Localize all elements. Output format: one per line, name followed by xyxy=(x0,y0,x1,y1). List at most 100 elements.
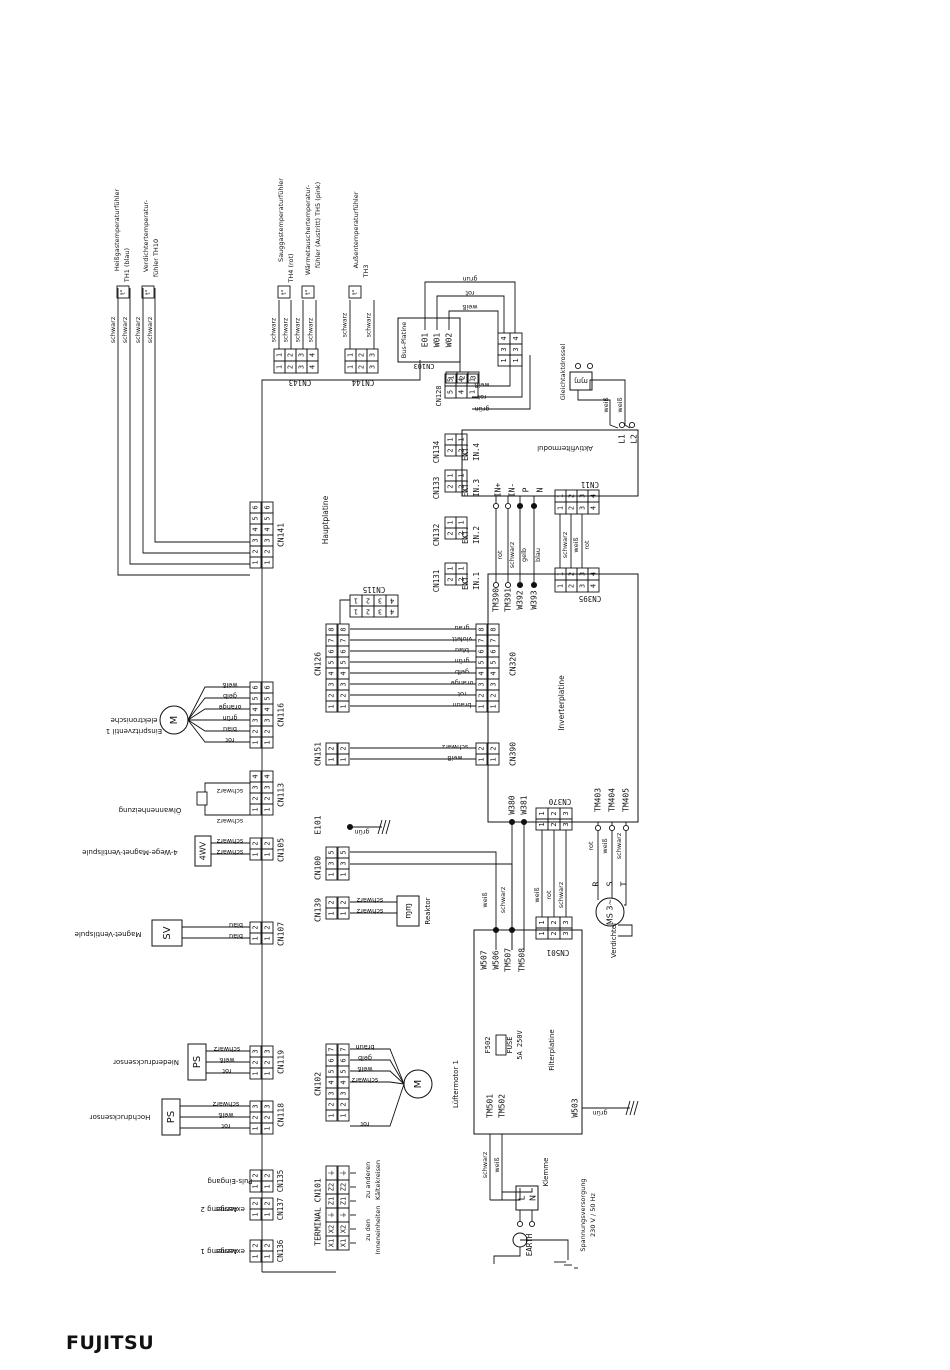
cn118-pin-number: 2 xyxy=(252,1115,260,1119)
cn116-pin-number: 5 xyxy=(264,696,272,700)
cn151-pin-number: 1 xyxy=(340,757,348,761)
ext-in-connector-label: CN134 xyxy=(432,440,441,463)
terminal-cn101-pin-label: ⏚ xyxy=(340,1170,348,1177)
cn116-pin-number: 1 xyxy=(264,740,272,744)
inverter-terminal-label: TM404 xyxy=(608,788,617,812)
cn113-pin-number: 3 xyxy=(252,785,260,789)
th5-sensor-symbol: t° xyxy=(305,289,312,294)
cn116-pin-number: 4 xyxy=(252,707,260,711)
cn11-pin xyxy=(587,501,600,515)
ext-in-label: EXT. xyxy=(461,479,470,497)
cn102-pin-number: 6 xyxy=(328,1058,336,1062)
th-wire xyxy=(129,300,250,565)
oil-heater xyxy=(196,791,208,806)
cn100-pin-number: 1 xyxy=(340,872,348,876)
cn141-pin-number: 4 xyxy=(252,527,260,531)
bus-link-pin-number: 1 xyxy=(512,358,520,362)
cn370-pin-number: 3 xyxy=(562,822,570,826)
supply-wire xyxy=(502,1188,533,1193)
bus-pin-W01: W01 xyxy=(433,333,442,348)
ext-in-connector-label: CN131 xyxy=(432,570,441,593)
ext-output-pin-number: 2 xyxy=(252,1173,260,1177)
cn370-pin-number: 2 xyxy=(550,822,558,826)
ext-output-pin-number: 1 xyxy=(252,1184,260,1188)
cn501-pin-number: 3 xyxy=(562,920,570,924)
bus-wire-red xyxy=(436,295,505,333)
bus-link-pin-number: 4 xyxy=(512,336,520,340)
cn116-pin-number: 6 xyxy=(252,685,260,689)
cn395-pin-number: 1 xyxy=(557,584,565,588)
cn370-pin-number: 1 xyxy=(538,811,546,815)
filter-terminal-label: TM507 xyxy=(504,948,513,972)
low-pressure-sensor-symbol: PS xyxy=(192,1056,203,1068)
ext-in-pin-number: 1 xyxy=(447,437,455,441)
filter-terminal-label: TM502 xyxy=(498,1094,507,1118)
cn320-pin-number: 4 xyxy=(490,671,498,675)
cn102-pin-number: 3 xyxy=(328,1091,336,1095)
cn100-pin-number: 3 xyxy=(340,861,348,865)
cn390-pin xyxy=(475,753,488,766)
cn501-pin-number: 3 xyxy=(562,931,570,935)
th10-sublabel: fühler TH10 xyxy=(152,239,160,277)
choke-wire-color: weiß xyxy=(616,397,624,412)
cn501-wire-color: rot xyxy=(545,890,553,900)
cn115-pin-number: 4 xyxy=(390,597,394,605)
bus-wire-white xyxy=(448,310,499,333)
cn11-pin-number: 4 xyxy=(590,506,598,510)
th5-sensor xyxy=(301,285,315,299)
cn320-wire-color: grün xyxy=(454,657,469,665)
to-indoor-label: zu den xyxy=(364,1219,372,1241)
cn126-pin-number: 1 xyxy=(328,704,336,708)
cn116-pin-number: 1 xyxy=(252,740,260,744)
cn141-label: CN141 xyxy=(277,523,286,547)
earth-ground xyxy=(377,819,383,835)
cn113-wire-color: schwarz xyxy=(216,817,243,825)
cn113-pin-number: 2 xyxy=(264,796,272,800)
terminal-cn101-pin-label: ⏚ xyxy=(340,1212,348,1219)
cn116-wire-color: blau xyxy=(223,725,237,733)
cn105-label: CN105 xyxy=(277,838,286,862)
cn119-pin-number: 1 xyxy=(264,1071,272,1075)
cn144-pin-number: 1 xyxy=(347,365,355,369)
cn395-pin-number: 1 xyxy=(557,572,565,576)
th-wire-color: schwarz xyxy=(146,316,154,343)
cn395-pin-number: 3 xyxy=(579,584,587,588)
cn100-pin-number: 5 xyxy=(340,850,348,854)
choke-terminal xyxy=(574,362,582,370)
ext-in-label: IN.1 xyxy=(472,572,481,590)
cn139-pin xyxy=(337,907,350,920)
ext-in-label: IN.3 xyxy=(472,479,481,497)
w38x-terminal xyxy=(520,818,528,826)
cn113-label: CN113 xyxy=(277,783,286,807)
compressor-label: Verdichter xyxy=(610,922,618,958)
filter-board-label: Filterplatine xyxy=(548,1029,556,1070)
cn115-pin-number: 1 xyxy=(354,608,358,616)
cn115-pin-number: 2 xyxy=(366,597,370,605)
cn118-pin-number: 2 xyxy=(264,1115,272,1119)
inverter-terminal-label: W380 xyxy=(508,795,517,814)
cn105-pin xyxy=(261,848,274,861)
supply-terminal-dot xyxy=(516,1220,524,1228)
choke xyxy=(569,371,593,391)
cn143-wire-color: schwarz xyxy=(308,318,315,342)
cn143-pin-number: 1 xyxy=(276,365,284,369)
cn395-pin-number: 4 xyxy=(590,572,598,576)
cn141-pin-number: 3 xyxy=(264,538,272,542)
ext-in-pin xyxy=(455,444,468,457)
cn144-pin-number: 3 xyxy=(369,365,377,369)
cn116-pin-number: 5 xyxy=(252,696,260,700)
cn128-wire xyxy=(472,355,523,398)
cn144-wire-color: schwarz xyxy=(366,313,373,337)
cn320-wire-color: rot xyxy=(457,690,467,698)
cn107-pin-number: 1 xyxy=(252,936,260,940)
cn390-pin-number: 2 xyxy=(478,746,486,750)
cn119-label: CN119 xyxy=(277,1050,286,1074)
cn103-pin-number: 2 xyxy=(459,375,467,379)
cn390-pin-number: 1 xyxy=(490,757,498,761)
cn320-pin-number: 3 xyxy=(490,682,498,686)
cn119-wire-color: rot xyxy=(222,1067,232,1075)
th-wire-color: schwarz xyxy=(134,316,142,343)
th-wire-color: schwarz xyxy=(109,316,117,343)
to-circuits-label: zu anderen xyxy=(364,1162,372,1198)
bus-link-pin-number: 1 xyxy=(500,358,508,362)
